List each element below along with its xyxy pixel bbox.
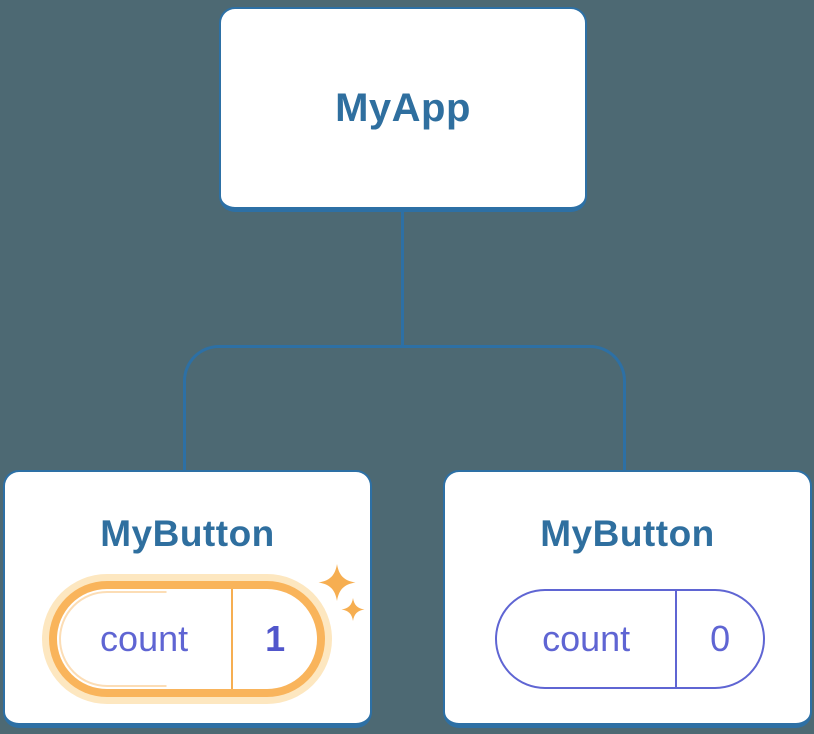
pill-divider (675, 591, 678, 687)
state-pill-highlight-ring: count 1 (49, 581, 325, 697)
pill-divider (231, 589, 234, 689)
sparkle-icon (341, 598, 365, 621)
node-label: MyButton (100, 513, 275, 554)
state-pill: count 1 (57, 589, 317, 689)
state-value: 0 (710, 618, 731, 659)
state-value: 1 (265, 618, 286, 659)
root-node: MyApp (219, 7, 587, 212)
mybutton-node-updated: MyButton count 1 (3, 470, 372, 728)
sparkle-icon (318, 564, 356, 601)
connector-branch (183, 345, 626, 471)
mybutton-node: MyButton count 0 (443, 470, 812, 728)
node-label: MyButton (540, 513, 715, 554)
root-node-label: MyApp (335, 85, 471, 130)
state-pill: count 0 (495, 589, 765, 689)
state-key-label: count (542, 618, 631, 659)
state-key-label: count (100, 618, 189, 659)
state-pill-highlight-halo: count 1 (42, 574, 332, 704)
connector-stem (401, 211, 404, 348)
